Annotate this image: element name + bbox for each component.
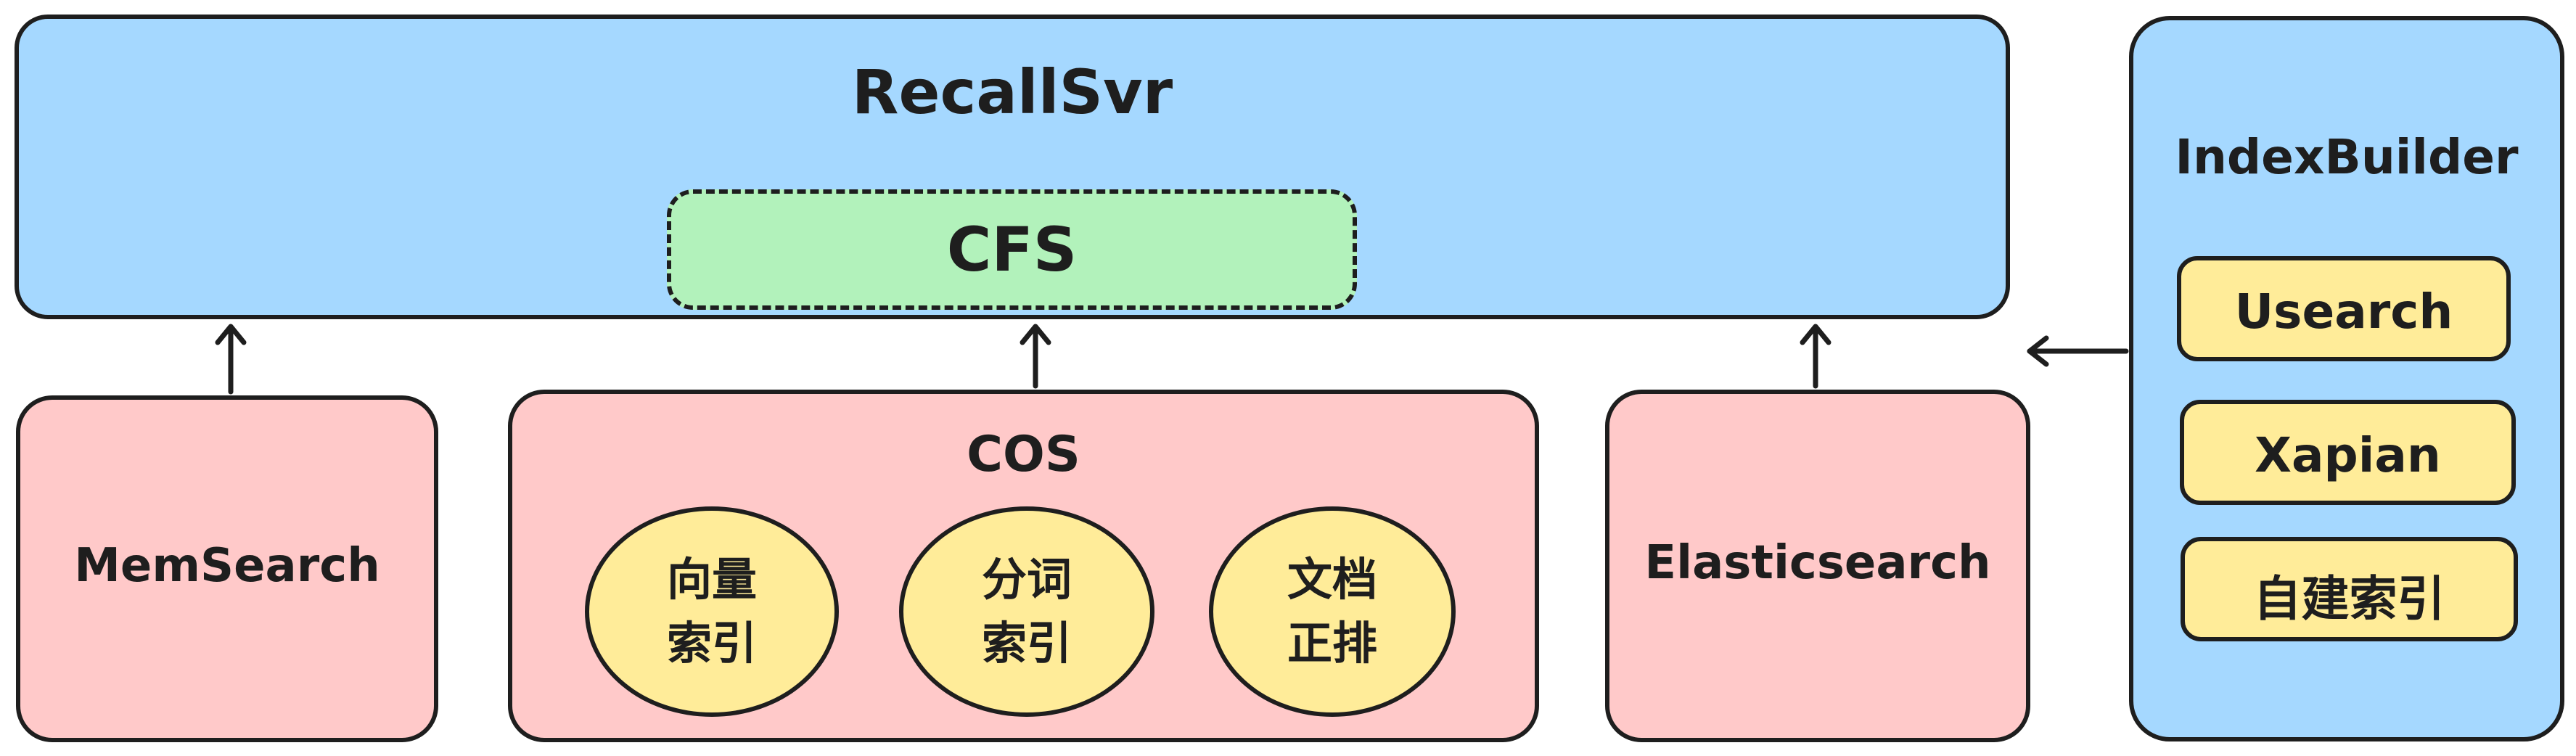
vector-index-line2: 索引 <box>666 617 757 670</box>
vector-index-line1: 向量 <box>666 553 757 606</box>
cos-container: COS 向量 索引 分词 索引 文档 正排 <box>508 390 1539 742</box>
elasticsearch-label: Elasticsearch <box>1644 536 1991 590</box>
doc-forward-line2: 正排 <box>1287 617 1377 670</box>
token-index-line2: 索引 <box>981 617 1072 670</box>
cfs-box: CFS <box>667 189 1357 310</box>
custom-index-box: 自建索引 <box>2181 537 2518 641</box>
cfs-label: CFS <box>946 214 1078 285</box>
usearch-box: Usearch <box>2177 256 2511 361</box>
recallsvr-container: RecallSvr CFS <box>15 15 2010 319</box>
memsearch-to-recallsvr-arrow <box>215 324 247 395</box>
memsearch-label: MemSearch <box>74 539 380 593</box>
doc-forward-node: 文档 正排 <box>1209 506 1456 717</box>
elasticsearch-box: Elasticsearch <box>1605 390 2030 742</box>
token-index-node: 分词 索引 <box>899 506 1154 717</box>
xapian-box: Xapian <box>2180 400 2516 505</box>
cos-to-recallsvr-arrow <box>1020 324 1051 389</box>
xapian-label: Xapian <box>2255 427 2441 483</box>
recallsvr-title: RecallSvr <box>851 57 1173 128</box>
indexbuilder-container: IndexBuilder Usearch Xapian 自建索引 <box>2129 16 2564 741</box>
indexbuilder-title: IndexBuilder <box>2175 129 2519 185</box>
custom-index-label: 自建索引 <box>2253 571 2445 627</box>
token-index-line1: 分词 <box>981 553 1072 606</box>
memsearch-box: MemSearch <box>16 395 438 742</box>
vector-index-node: 向量 索引 <box>585 506 839 717</box>
indexbuilder-to-recallsvr-arrow <box>2027 335 2129 367</box>
doc-forward-line1: 文档 <box>1287 553 1377 606</box>
usearch-label: Usearch <box>2234 284 2453 340</box>
elasticsearch-to-recallsvr-arrow <box>1800 324 1831 389</box>
cos-title: COS <box>967 426 1080 483</box>
